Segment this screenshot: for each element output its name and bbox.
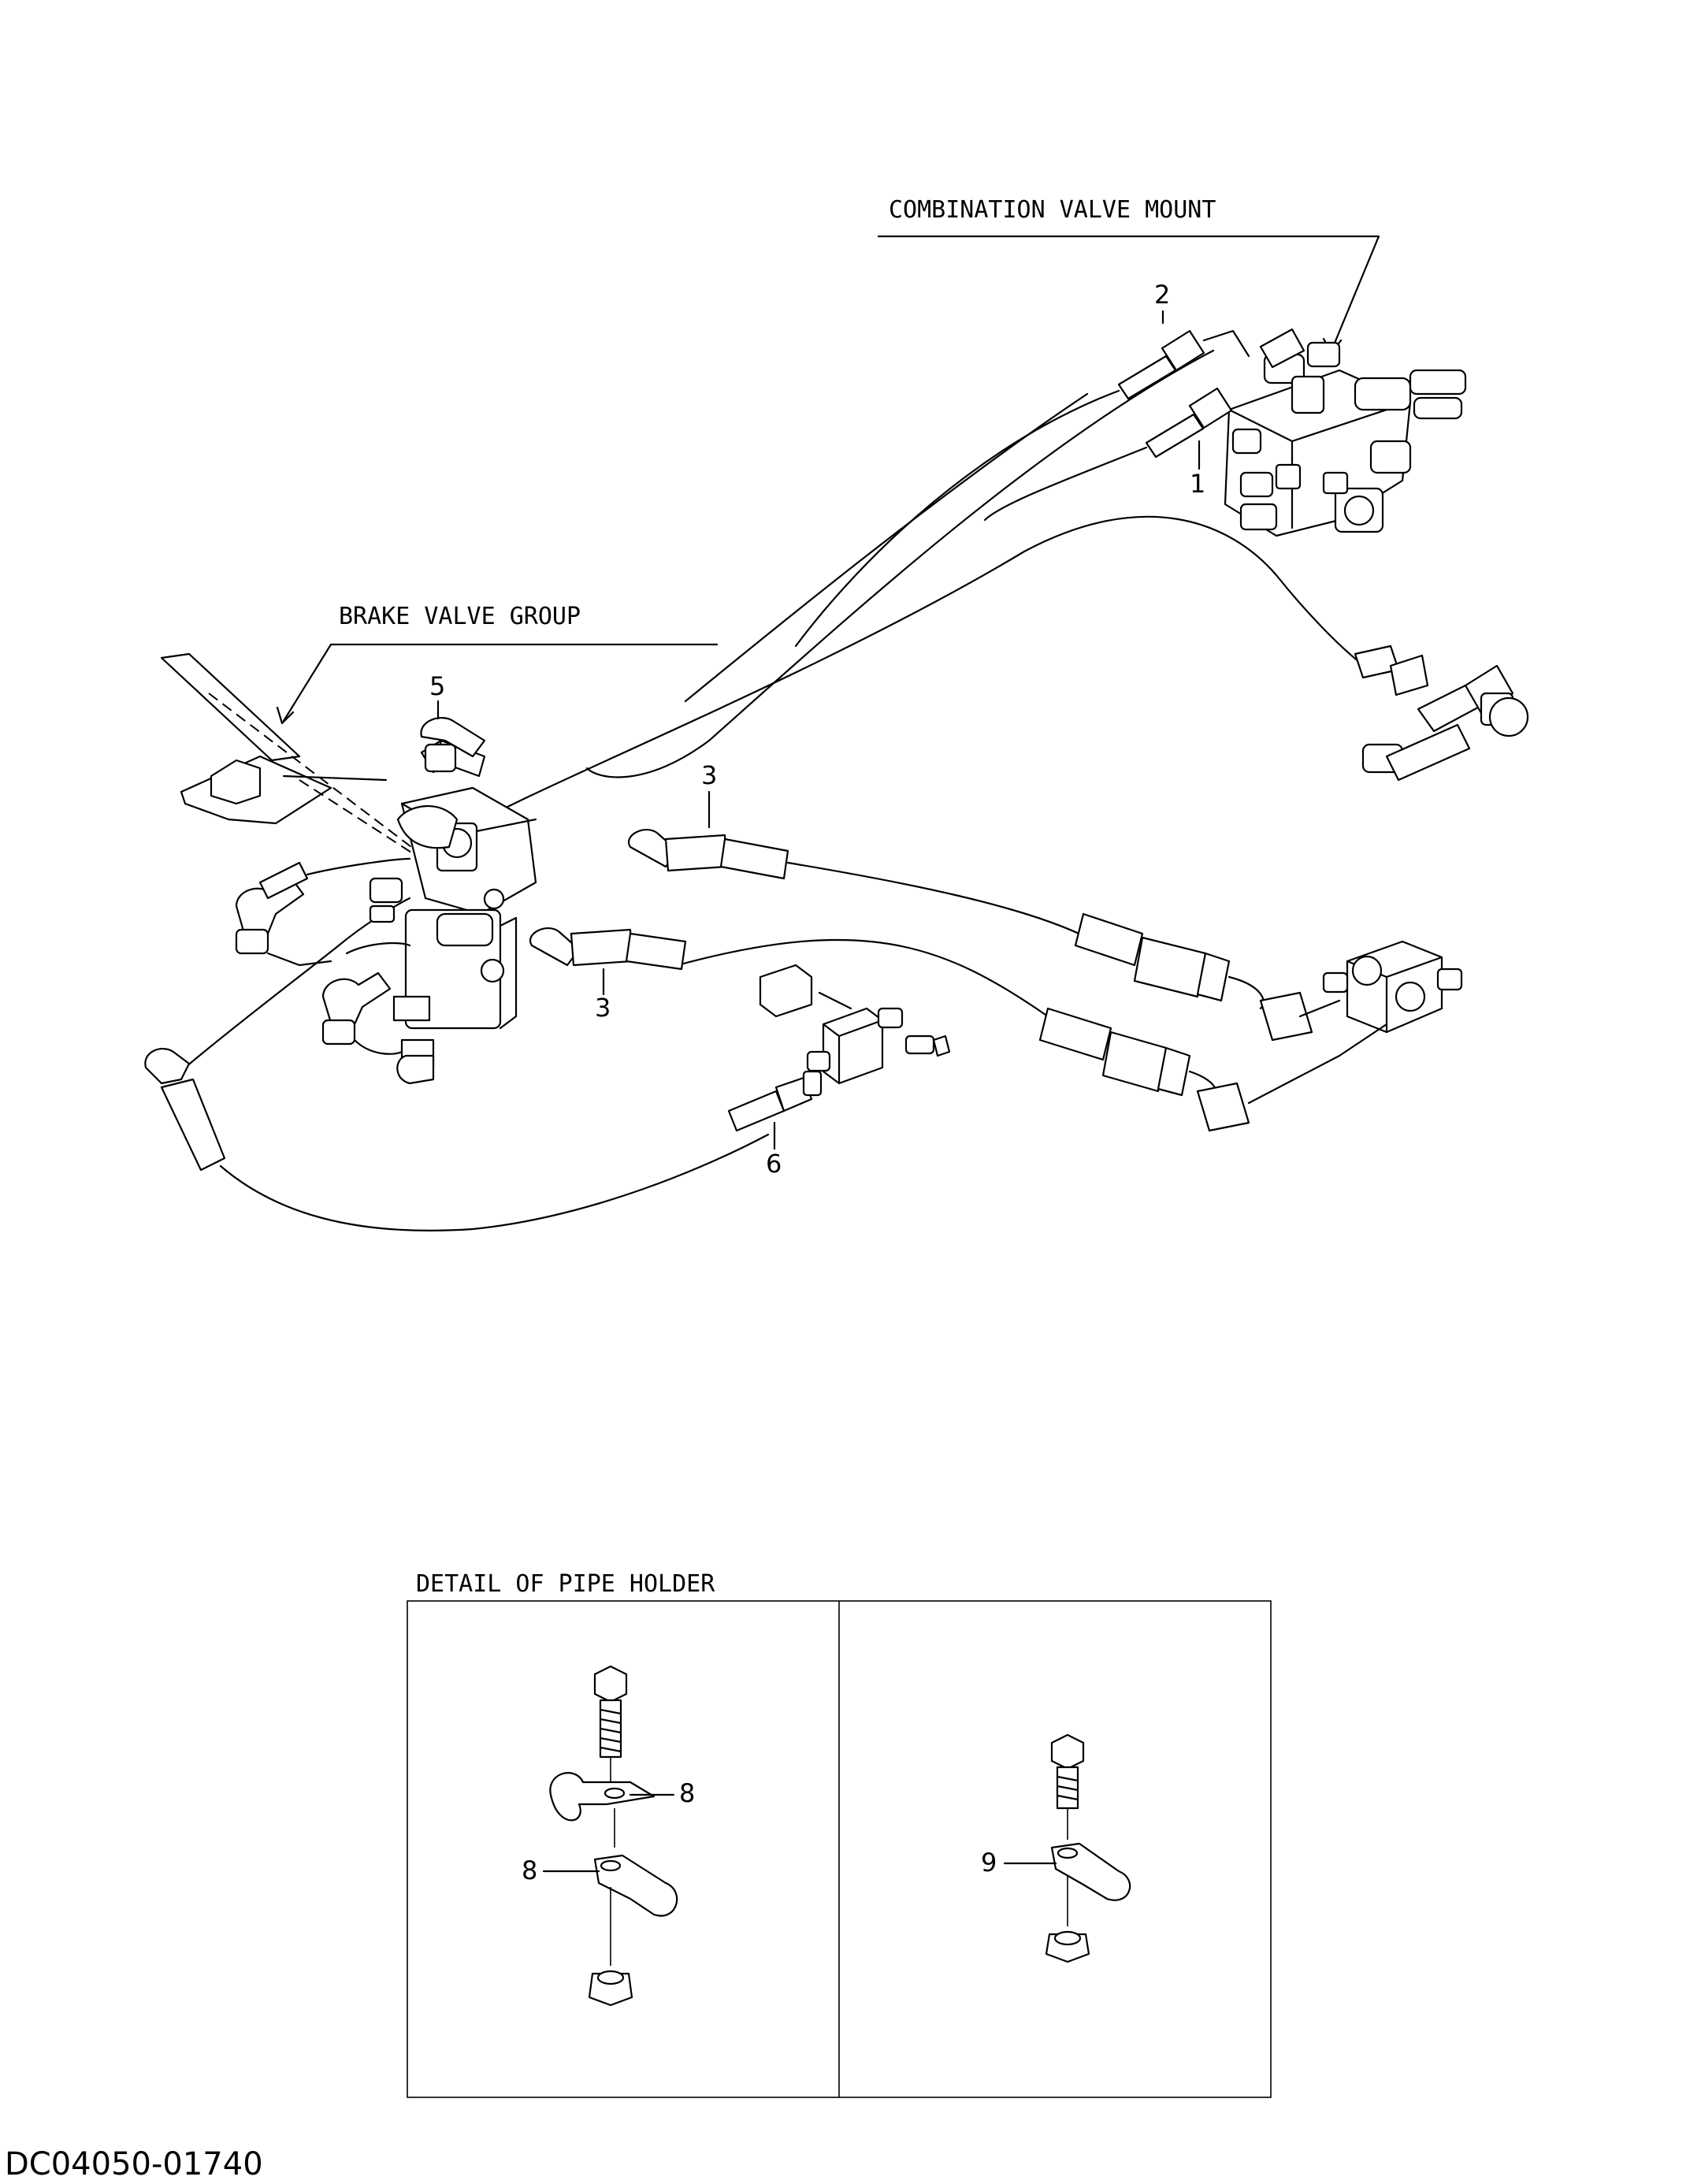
callout-3a-label: 3 xyxy=(701,760,717,790)
combination-valve-assembly xyxy=(1224,341,1467,537)
branch-block-lower-right xyxy=(1247,940,1463,1105)
drawing-code: DC04050-01740 xyxy=(5,2146,263,2182)
callout-8b-label: 8 xyxy=(522,1855,537,1885)
brake-valve-group-title: BRAKE VALVE GROUP xyxy=(339,603,581,630)
hoses xyxy=(184,349,1361,1231)
callout-1-label: 1 xyxy=(1190,469,1205,499)
hose-3-upper: 3 xyxy=(627,760,1313,1042)
hose-fitting-lower-left xyxy=(144,1048,226,1172)
callout-1: 1 xyxy=(1190,440,1205,499)
pipe-holder-left-assembly: 8 8 xyxy=(522,1665,695,2007)
callout-2: 2 xyxy=(1154,280,1170,325)
combination-valve-mount-title: COMBINATION VALVE MOUNT xyxy=(889,196,1216,224)
hose-fitting-2 xyxy=(1117,328,1305,400)
callout-2-label: 2 xyxy=(1154,280,1170,310)
callout-9-label: 9 xyxy=(981,1848,997,1878)
branch-block-upper-right xyxy=(1354,644,1529,782)
hose-fitting-5: 5 xyxy=(420,671,486,773)
detail-of-pipe-holder: DETAIL OF PIPE HOLDER 8 8 xyxy=(407,1570,1272,2098)
callout-3b-label: 3 xyxy=(595,993,611,1023)
hose-fitting-1 xyxy=(1145,387,1233,459)
combination-valve-mount-label: COMBINATION VALVE MOUNT xyxy=(877,196,1380,355)
brake-valve-group-label: BRAKE VALVE GROUP xyxy=(276,603,719,725)
brake-pedal-assembly xyxy=(160,652,537,1030)
callout-6-label: 6 xyxy=(766,1149,782,1179)
hose-3-lower: 3 xyxy=(529,927,1250,1132)
pressure-switch-block xyxy=(759,964,951,1085)
callout-5-label: 5 xyxy=(429,671,445,701)
detail-of-pipe-holder-title: DETAIL OF PIPE HOLDER xyxy=(416,1570,715,1598)
callout-8a-label: 8 xyxy=(679,1778,695,1808)
pipe-holder-right-assembly: 9 xyxy=(981,1733,1131,1963)
hose-fitting-6: 6 xyxy=(727,1070,823,1179)
